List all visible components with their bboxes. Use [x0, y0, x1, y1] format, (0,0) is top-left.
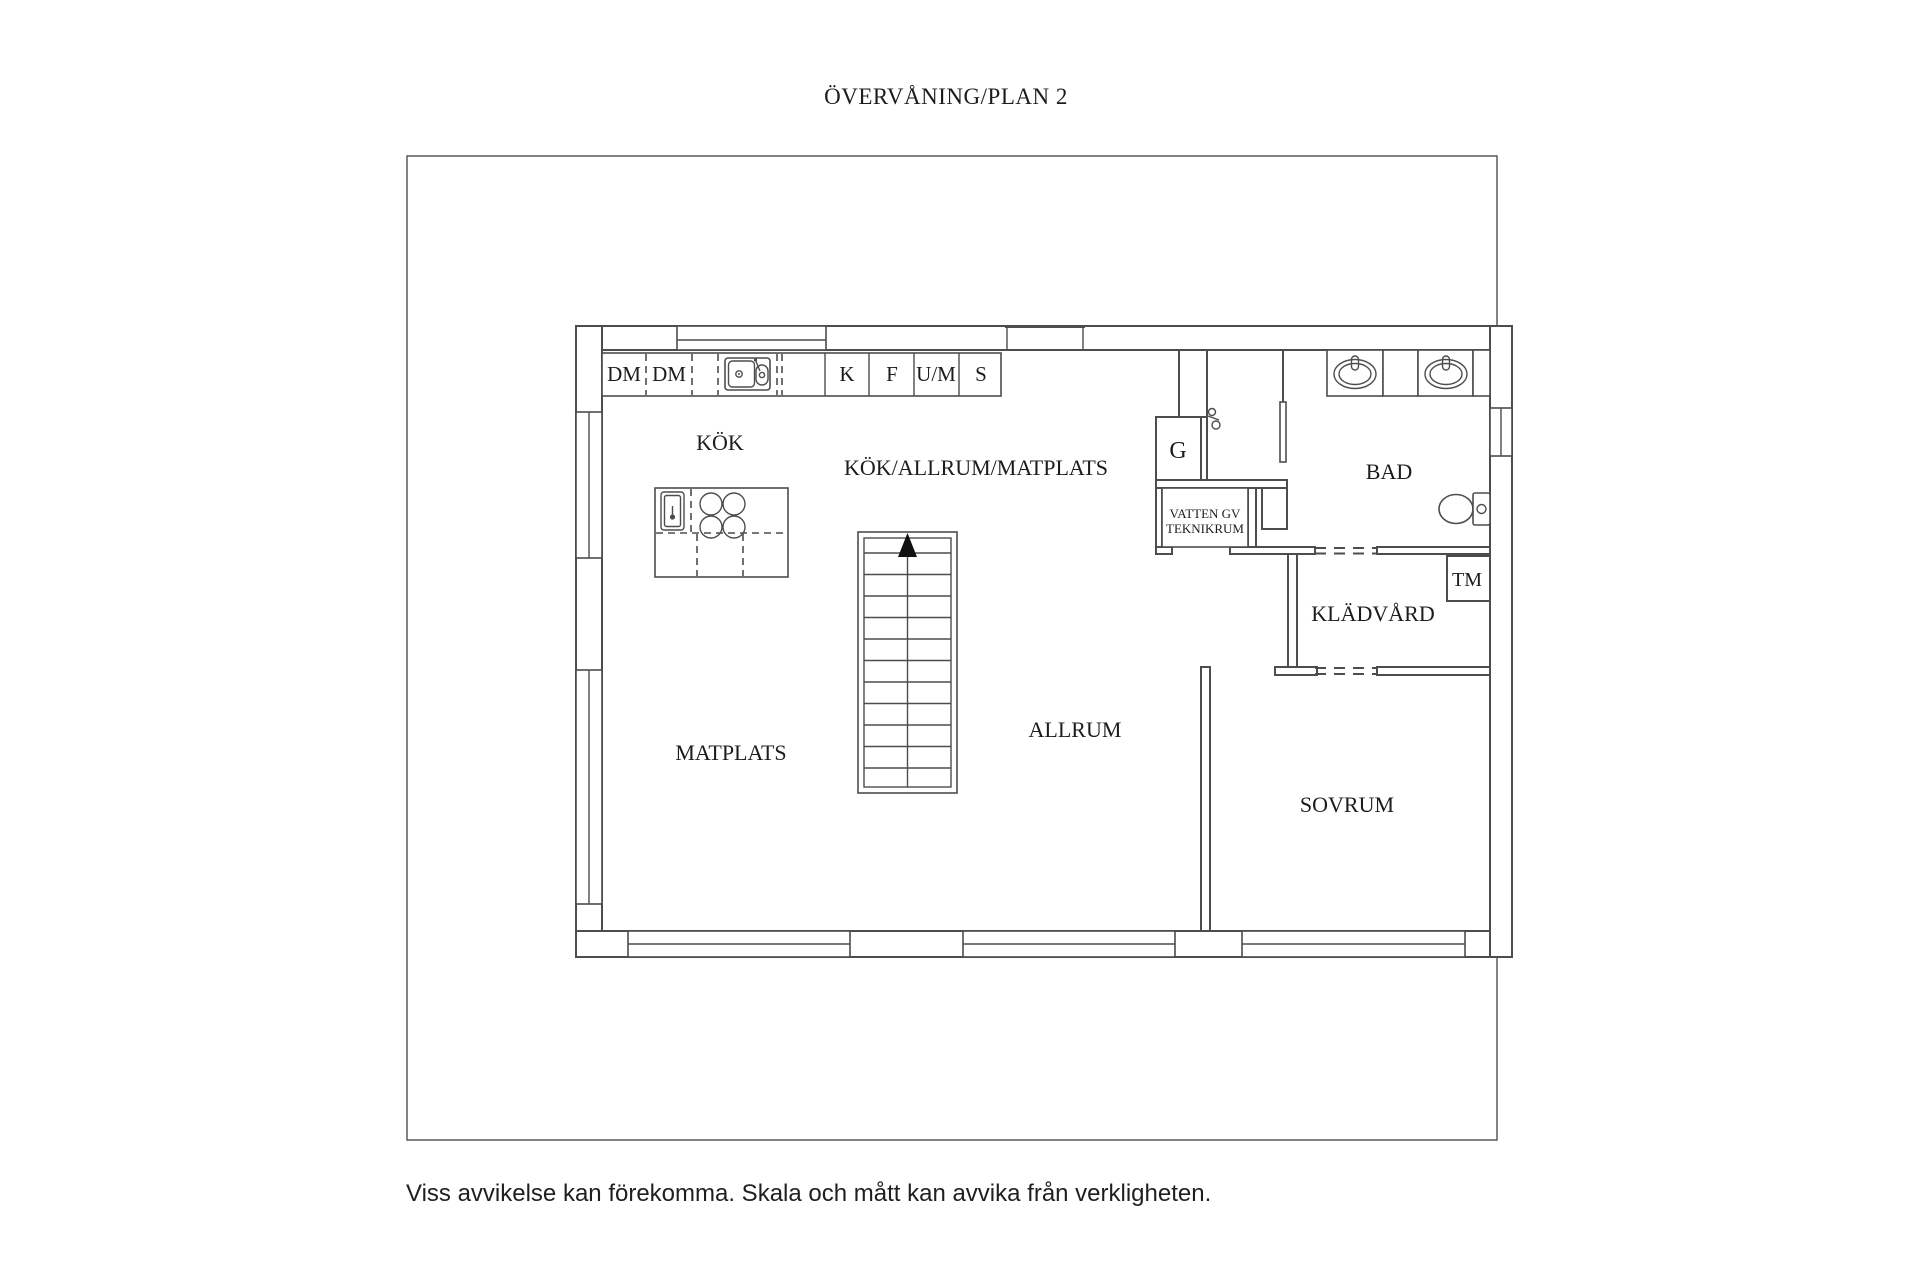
kitchen-sink-icon: [724, 357, 771, 391]
wall-under-g: [1155, 479, 1288, 489]
wall-sovrum-left: [1200, 666, 1211, 932]
room-label-sovrum: SOVRUM: [1300, 792, 1394, 817]
vanity-end-panel: [1472, 349, 1491, 397]
stair-direction-arrow-icon: [898, 533, 917, 557]
window-top: [676, 325, 827, 351]
window-left-upper: [575, 411, 603, 559]
room-label-kok-allrum-matplats: KÖK/ALLRUM/MATPLATS: [844, 455, 1108, 480]
valve-icon: [1207, 407, 1221, 430]
dashed-openings: [1315, 547, 1377, 675]
wall-teknik-right: [1247, 487, 1257, 555]
wall-kladvard-bottom-left: [1274, 666, 1318, 676]
building-footprint: [576, 326, 1512, 957]
wall-bad-bottom-right: [1376, 546, 1491, 555]
stove-icon: [699, 492, 746, 539]
room-label-matplats: MATPLATS: [675, 740, 786, 765]
window-bottom-sovrum: [1241, 930, 1466, 958]
window-left-lower: [575, 669, 603, 905]
duct-shaft: [1261, 487, 1288, 530]
window-bottom-allrum: [962, 930, 1176, 958]
room-label-allrum: ALLRUM: [1029, 717, 1122, 742]
room-label-bad: BAD: [1366, 459, 1412, 484]
label-oven-micro-um: U/M: [916, 362, 956, 386]
wall-hall-upper: [1178, 349, 1208, 418]
room-label-kok: KÖK: [696, 430, 744, 455]
kitchen-island: [654, 487, 789, 578]
window-bottom-matplats: [627, 930, 851, 958]
g-closet: [1155, 416, 1202, 481]
label-dishwasher-2: DM: [652, 362, 686, 386]
wall-right: [1489, 325, 1513, 958]
kitchen-cabinet-strip: [601, 352, 1002, 397]
wall-bad-bottom-left: [1229, 546, 1316, 555]
wall-kladvard-left: [1287, 553, 1298, 668]
toilet-icon: [1438, 492, 1491, 526]
label-pantry-s: S: [975, 362, 987, 386]
page-title: ÖVERVÅNING/PLAN 2: [824, 84, 1068, 109]
label-wardrobe-g: G: [1169, 438, 1186, 464]
bathroom-door-leaf: [1279, 401, 1287, 463]
label-dishwasher-1: DM: [607, 362, 641, 386]
room-label-kladvard: KLÄDVÅRD: [1311, 601, 1434, 626]
disclaimer-text: Viss avvikelse kan förekomma. Skala och …: [406, 1180, 1212, 1207]
vanity-niche: [1382, 349, 1419, 397]
opening-top: [1005, 326, 1085, 350]
washbasin-icon: [1333, 355, 1377, 390]
wall-teknik-left: [1155, 487, 1163, 555]
staircase: [857, 531, 958, 794]
washbasin-icon: [1424, 355, 1468, 390]
room-label-teknikrum-line1: VATTEN GV: [1170, 506, 1242, 521]
bathroom-fixtures: [1207, 349, 1491, 526]
interior-walls: [1155, 349, 1491, 932]
teknikrum-room: [1161, 487, 1249, 548]
wall-teknik-notch: [1155, 546, 1173, 555]
tm-closet: [1446, 555, 1491, 602]
label-washing-machine-tm: TM: [1452, 569, 1482, 591]
fixture-labels: DM DM K F U/M S G TM: [607, 362, 1482, 591]
wall-kladvard-bottom-right: [1376, 666, 1491, 676]
windows: [575, 325, 1513, 958]
room-label-teknikrum-line2: TEKNIKRUM: [1166, 521, 1244, 536]
room-labels: KÖK KÖK/ALLRUM/MATPLATS MATPLATS ALLRUM …: [675, 430, 1434, 817]
window-right-bad: [1489, 407, 1513, 457]
label-freezer-f: F: [886, 362, 898, 386]
label-fridge-k: K: [839, 362, 854, 386]
island-sink-icon: [660, 491, 685, 531]
